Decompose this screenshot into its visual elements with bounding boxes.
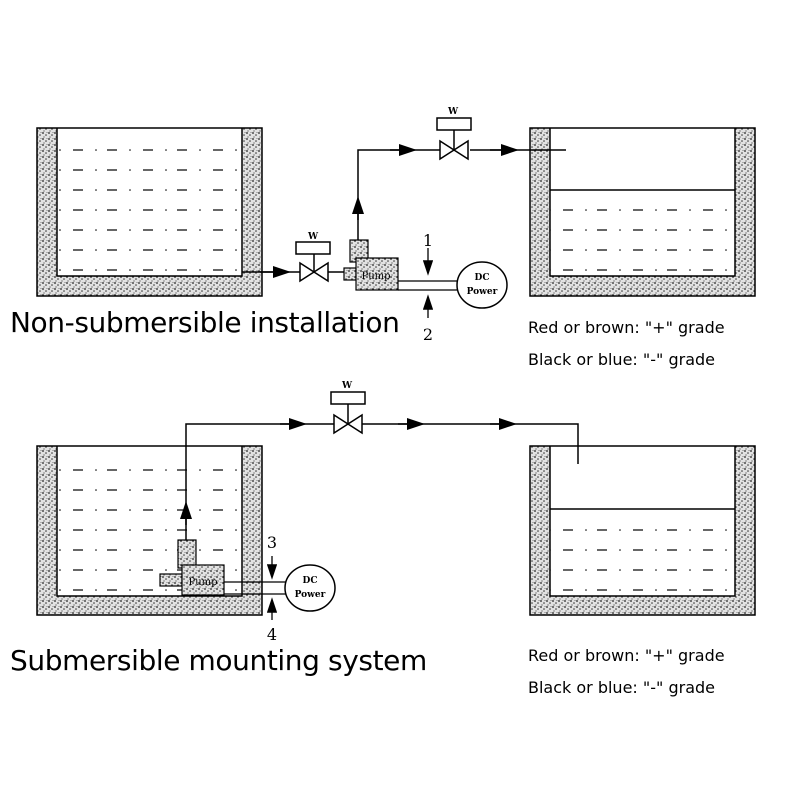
- valve-label: W: [341, 381, 353, 391]
- pump-label: Pump: [361, 271, 390, 282]
- bottom-legend-negative: Black or blue: "-" grade: [528, 678, 716, 697]
- dc-line2: Power: [295, 590, 326, 600]
- bottom-target-tank: [529, 445, 756, 616]
- valve-label: W: [447, 107, 459, 117]
- dc-line1: DC: [303, 576, 318, 586]
- bottom-dc-power: DC Power: [284, 564, 336, 612]
- solenoid-valve-icon: [436, 117, 472, 131]
- top-wiring: [398, 248, 460, 318]
- dc-line2: Power: [467, 287, 498, 297]
- solenoid-valve-icon: [330, 391, 366, 405]
- callout-4: 4: [267, 625, 277, 644]
- bottom-piping: [180, 418, 579, 540]
- top-caption: Non-submersible installation: [10, 306, 400, 339]
- bottom-legend-positive: Red or brown: "+" grade: [528, 646, 725, 665]
- bottom-wiring: [224, 556, 288, 620]
- bottom-source-tank: [36, 445, 263, 616]
- dc-power-icon: [456, 261, 508, 309]
- pump-label: Pump: [188, 577, 217, 588]
- pump-icon: [181, 564, 225, 596]
- bottom-pump: Pump: [159, 539, 225, 596]
- top-inlet-valve: W: [295, 232, 331, 283]
- top-source-tank: [36, 127, 263, 297]
- dc-power-icon: [284, 564, 336, 612]
- pump-icon: [355, 257, 399, 291]
- callout-3: 3: [267, 533, 277, 552]
- top-pump: Pump: [343, 239, 399, 291]
- top-piping: [242, 144, 566, 278]
- top-outlet-valve: W: [436, 107, 472, 161]
- solenoid-valve-icon: [295, 241, 331, 255]
- top-legend-negative: Black or blue: "-" grade: [528, 350, 716, 369]
- bottom-valve: W: [330, 381, 366, 435]
- top-dc-power: DC Power: [456, 261, 508, 309]
- top-target-tank: [529, 127, 756, 297]
- valve-label: W: [307, 232, 319, 242]
- callout-1: 1: [423, 231, 433, 250]
- dc-line1: DC: [475, 273, 490, 283]
- bottom-caption: Submersible mounting system: [10, 644, 427, 677]
- callout-2: 2: [423, 325, 433, 344]
- top-legend-positive: Red or brown: "+" grade: [528, 318, 725, 337]
